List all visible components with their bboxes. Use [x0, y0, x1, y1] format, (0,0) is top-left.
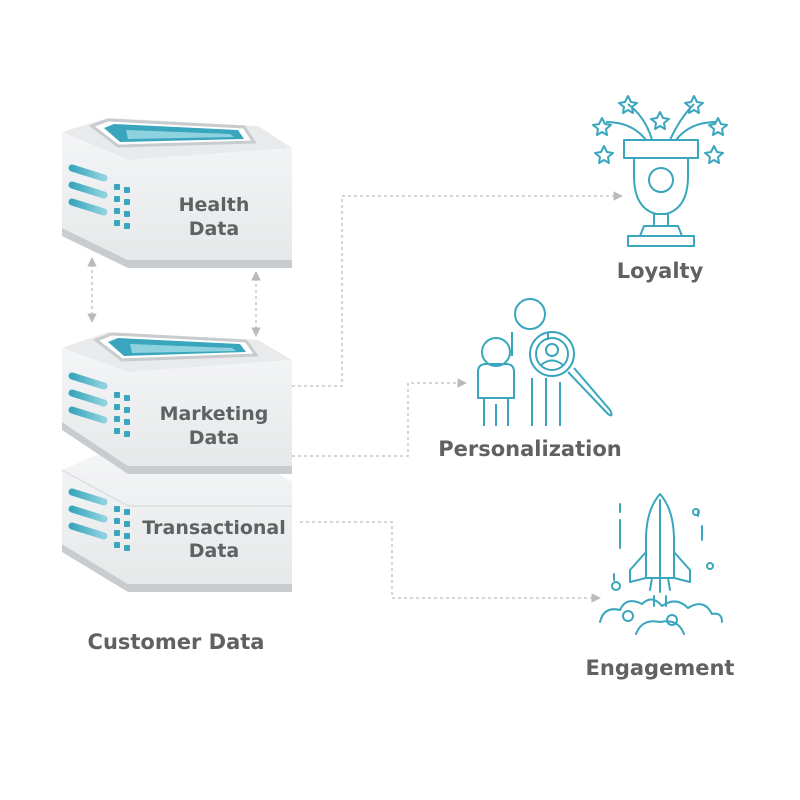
server-marketing: Marketing Data [62, 332, 292, 474]
server-health-shadow [62, 228, 292, 268]
connector-marketing-to-personalization [292, 378, 467, 457]
server-marketing-body [62, 348, 292, 466]
vent-lines-icon [68, 488, 108, 540]
server-marketing-shadow [62, 422, 292, 474]
outcome-label-loyalty: Loyalty [617, 259, 704, 283]
customer-data-label: Customer Data [88, 630, 265, 654]
server-label-line1: Health [179, 194, 250, 216]
server-label-line2: Data [189, 427, 240, 449]
rocket-icon [599, 493, 723, 635]
trophy-icon [592, 95, 728, 247]
connector-transactional-to-engagement [300, 521, 601, 603]
server-label-line1: Transactional [142, 517, 286, 539]
server-transactional-body [62, 450, 292, 584]
server-health: Health Data [62, 118, 292, 268]
vent-lines-icon [68, 372, 108, 424]
connectors [87, 191, 623, 603]
indicator-dots-icon [114, 184, 130, 229]
server-label-line2: Data [189, 540, 240, 562]
server-label-line1: Marketing [160, 403, 269, 425]
firework-streaks [605, 103, 717, 141]
people-search-icon [477, 298, 613, 426]
server-transactional: Transactional Data [61, 450, 292, 592]
outcome-label-personalization: Personalization [438, 437, 621, 461]
server-health-body [62, 132, 292, 260]
star-icon [592, 95, 728, 164]
server-transactional-edge [61, 469, 292, 507]
connector-marketing-to-loyalty [292, 191, 623, 387]
indicator-dots-icon [114, 392, 130, 437]
server-label-line2: Data [189, 218, 240, 240]
server-transactional-shadow [62, 544, 292, 592]
indicator-dots-icon [114, 506, 130, 551]
outcome-label-engagement: Engagement [586, 656, 735, 680]
vent-lines-icon [68, 164, 108, 216]
